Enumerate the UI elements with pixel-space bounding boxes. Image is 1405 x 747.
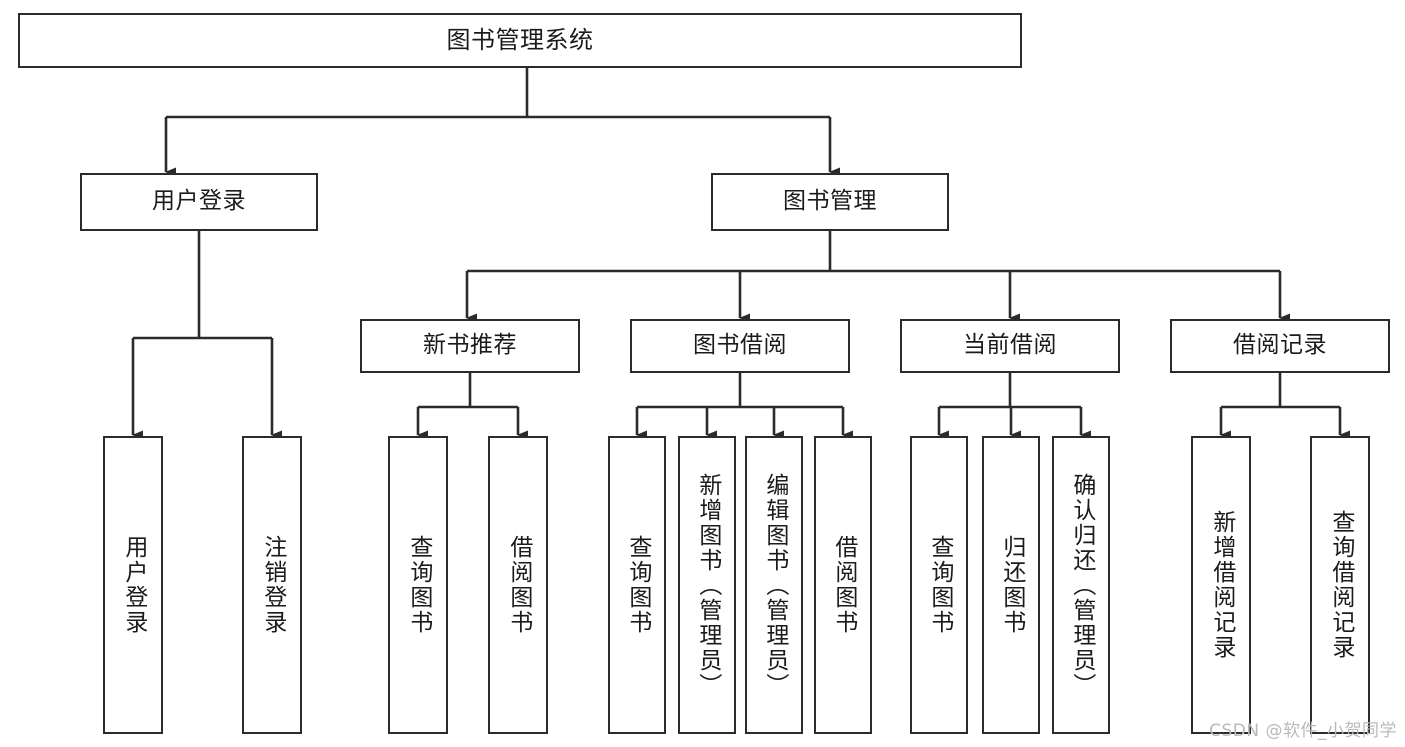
node-borrow-record[interactable]: 借阅记录 — [1170, 319, 1390, 373]
leaf-add-book-admin-label: 新增图书（管理员） — [694, 472, 721, 698]
leaf-confirm-return-admin-label: 确认归还（管理员） — [1068, 472, 1095, 698]
node-user-login[interactable]: 用户登录 — [80, 173, 318, 231]
node-root-label: 图书管理系统 — [446, 26, 594, 55]
node-borrow-record-label: 借阅记录 — [1233, 332, 1327, 359]
node-new-book-recommend[interactable]: 新书推荐 — [360, 319, 580, 373]
leaf-edit-book-admin[interactable]: 编辑图书（管理员） — [745, 436, 803, 734]
leaf-query-book-rec-label: 查询图书 — [405, 535, 432, 635]
node-user-login-label: 用户登录 — [152, 188, 246, 215]
node-new-book-recommend-label: 新书推荐 — [423, 332, 517, 359]
leaf-borrow-book-rec[interactable]: 借阅图书 — [488, 436, 548, 734]
csdn-watermark: CSDN @软件_小贺同学 — [1209, 721, 1397, 741]
leaf-borrow-book[interactable]: 借阅图书 — [814, 436, 872, 734]
node-current-borrow[interactable]: 当前借阅 — [900, 319, 1120, 373]
leaf-add-borrow-record[interactable]: 新增借阅记录 — [1191, 436, 1251, 734]
leaf-return-book[interactable]: 归还图书 — [982, 436, 1040, 734]
leaf-confirm-return-admin[interactable]: 确认归还（管理员） — [1052, 436, 1110, 734]
node-current-borrow-label: 当前借阅 — [963, 332, 1057, 359]
node-book-manage[interactable]: 图书管理 — [711, 173, 949, 231]
leaf-query-book-rec[interactable]: 查询图书 — [388, 436, 448, 734]
node-book-borrow-label: 图书借阅 — [693, 332, 787, 359]
leaf-user-logout[interactable]: 注销登录 — [242, 436, 302, 734]
leaf-add-book-admin[interactable]: 新增图书（管理员） — [678, 436, 736, 734]
leaf-query-book-current-label: 查询图书 — [926, 535, 953, 635]
leaf-user-login[interactable]: 用户登录 — [103, 436, 163, 734]
leaf-borrow-book-rec-label: 借阅图书 — [505, 535, 532, 635]
leaf-query-book-borrow[interactable]: 查询图书 — [608, 436, 666, 734]
leaf-query-borrow-record[interactable]: 查询借阅记录 — [1310, 436, 1370, 734]
leaf-borrow-book-label: 借阅图书 — [830, 535, 857, 635]
leaf-query-book-borrow-label: 查询图书 — [624, 535, 651, 635]
node-book-manage-label: 图书管理 — [783, 188, 877, 215]
node-root[interactable]: 图书管理系统 — [18, 13, 1022, 68]
leaf-user-login-label: 用户登录 — [120, 535, 147, 635]
leaf-edit-book-admin-label: 编辑图书（管理员） — [761, 472, 788, 698]
leaf-user-logout-label: 注销登录 — [259, 535, 286, 635]
leaf-query-book-current[interactable]: 查询图书 — [910, 436, 968, 734]
leaf-add-borrow-record-label: 新增借阅记录 — [1208, 510, 1235, 660]
leaf-query-borrow-record-label: 查询借阅记录 — [1327, 510, 1354, 660]
node-book-borrow[interactable]: 图书借阅 — [630, 319, 850, 373]
leaf-return-book-label: 归还图书 — [998, 535, 1025, 635]
